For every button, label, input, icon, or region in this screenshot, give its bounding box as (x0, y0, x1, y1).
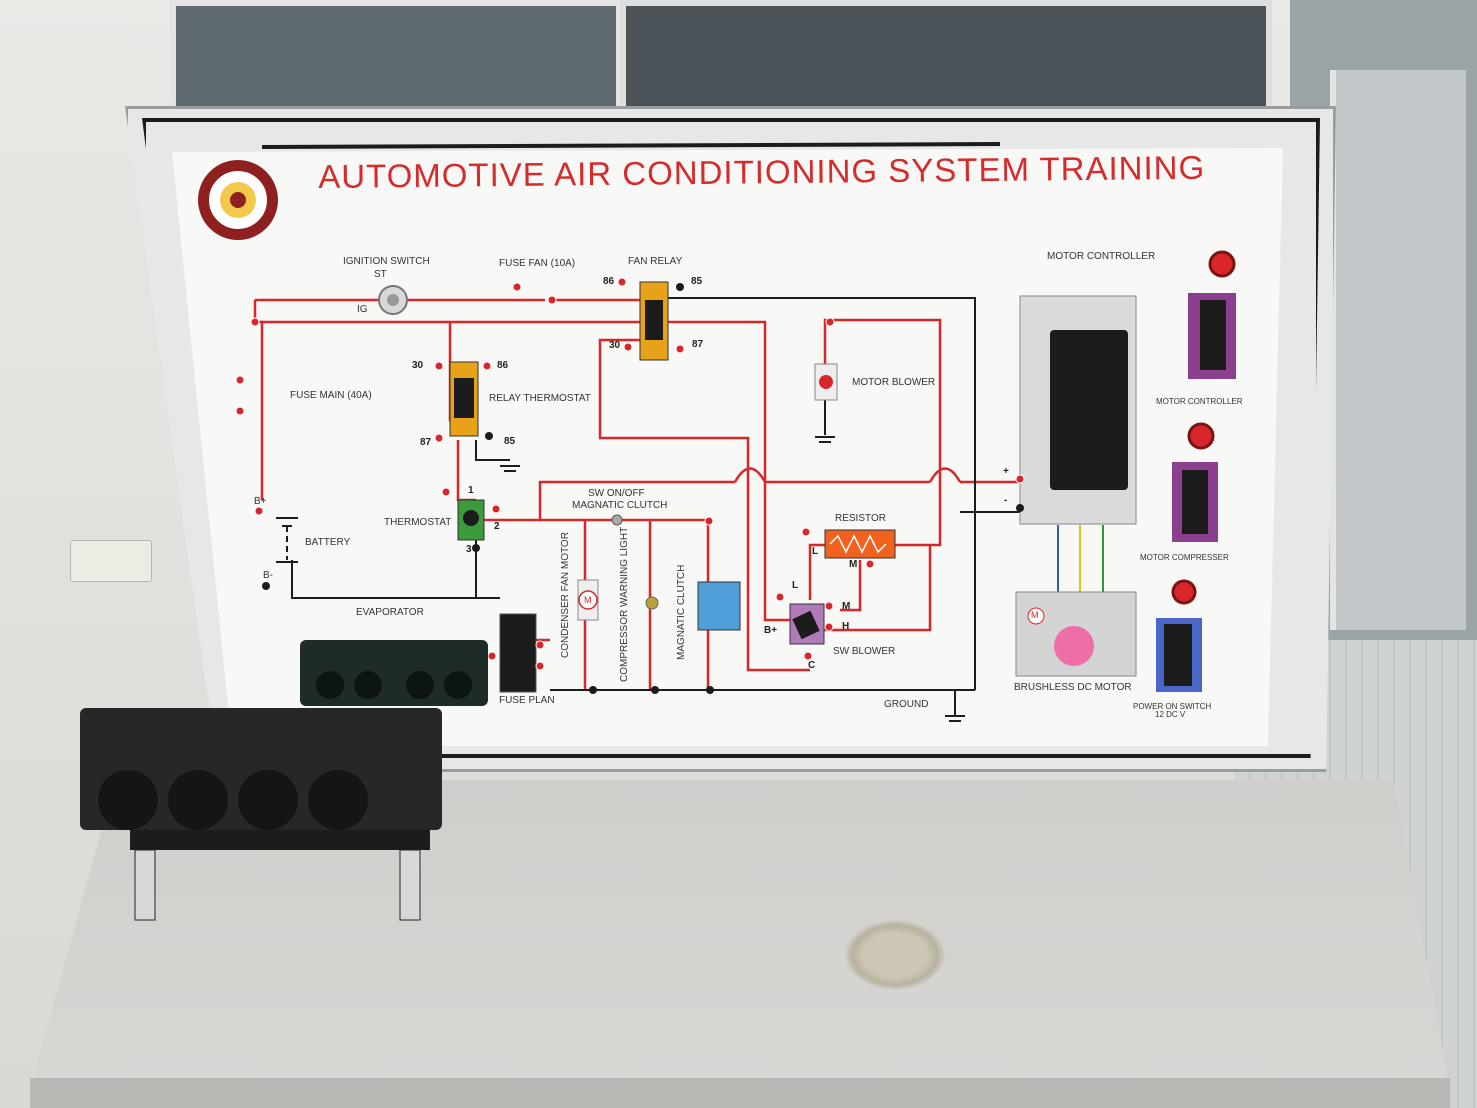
pin-30a: 30 (609, 340, 621, 351)
label-magnatic-clutch-sw: MAGNATIC CLUTCH (572, 500, 668, 511)
label-b-minus: B- (263, 570, 273, 581)
label-compressor-warning-light: COMPRESSOR WARNING LIGHT (619, 526, 630, 682)
label-ground: GROUND (884, 699, 929, 710)
battery-symbol (276, 517, 298, 563)
motor-m-label: M (1031, 610, 1039, 620)
label-st: ST (374, 269, 387, 280)
motor-controller-light-icon[interactable] (1208, 250, 1236, 278)
pin-85a: 85 (691, 276, 703, 287)
board-face (172, 148, 1283, 746)
sw-onoff-icon (611, 514, 623, 526)
pin-30b: 30 (412, 360, 424, 371)
label-sw-onoff: SW ON/OFF (588, 488, 645, 499)
label-ignition-switch: IGNITION SWITCH (343, 256, 430, 267)
pin-t1: 1 (468, 485, 474, 496)
motor-blower-icon (819, 375, 833, 389)
brushless-motor-icon (1054, 626, 1094, 666)
compressor-warning-light-icon (645, 596, 659, 610)
window-left (170, 0, 622, 122)
wall-outlet (70, 540, 152, 582)
pin-86a: 86 (603, 276, 615, 287)
desk-edge (30, 1078, 1450, 1108)
label-ig: IG (357, 304, 368, 315)
label-power-on-switch: POWER ON SWITCH (1133, 702, 1212, 711)
pin-h: H (842, 621, 850, 632)
label-battery: BATTERY (305, 537, 351, 548)
window-right-inner (1330, 70, 1466, 630)
ground-symbols (500, 436, 965, 722)
label-magnatic-clutch: MAGNATIC CLUTCH (676, 564, 687, 660)
black-wires (291, 297, 1020, 715)
pin-87b: 87 (420, 437, 432, 448)
label-brushless-dc-motor: BRUSHLESS DC MOTOR (1014, 682, 1132, 693)
pin-l2: L (792, 580, 799, 591)
terminals (235, 277, 1025, 671)
pin-minus: - (1004, 495, 1008, 506)
pin-86b: 86 (497, 360, 509, 371)
college-logo-icon (198, 160, 278, 240)
fuse-plan-icon (499, 613, 537, 693)
condenser-fan-motor-icon (578, 590, 598, 610)
pin-t3: 3 (466, 544, 472, 555)
label-b-plus: B+ (254, 496, 267, 507)
resistor-icon (824, 529, 896, 559)
board-top-stripe (261, 142, 1001, 149)
motor-compresser-light-icon[interactable] (1187, 422, 1215, 450)
label-voltage: 12 DC V (1155, 710, 1186, 719)
label-sw-blower: SW BLOWER (833, 646, 896, 657)
label-motor-controller-breaker: MOTOR CONTROLLER (1156, 397, 1243, 406)
red-wires (253, 298, 1020, 690)
power-on-light-icon[interactable] (1171, 579, 1197, 605)
label-fuse-plan: FUSE PLAN (499, 695, 555, 706)
label-resistor: RESISTOR (835, 513, 886, 524)
label-motor-compresser: MOTOR COMPRESSER (1140, 553, 1229, 562)
pin-85b: 85 (504, 436, 516, 447)
label-motor-controller-title: MOTOR CONTROLLER (1047, 251, 1156, 262)
pin-c: C (808, 660, 816, 671)
magnatic-clutch-icon (697, 581, 741, 631)
label-fan-relay: FAN RELAY (628, 256, 683, 267)
pin-m2: M (842, 601, 851, 612)
pin-87a: 87 (692, 339, 704, 350)
pin-m1: M (849, 559, 858, 570)
condenser-m-label: M (584, 595, 592, 605)
pin-plus: + (1003, 466, 1009, 477)
pin-l1: L (812, 546, 819, 557)
label-condenser-fan-motor: CONDENSER FAN MOTOR (560, 532, 571, 658)
pin-bplus2: B+ (764, 625, 778, 636)
label-fuse-main: FUSE MAIN (40A) (290, 390, 372, 401)
label-thermostat: THERMOSTAT (384, 517, 452, 528)
label-relay-thermostat: RELAY THERMOSTAT (489, 393, 591, 404)
black-terminals (262, 283, 1024, 694)
label-fuse-fan: FUSE FAN (10A) (499, 258, 576, 269)
label-motor-blower: MOTOR BLOWER (852, 377, 936, 388)
evaporator-unit (80, 640, 488, 921)
label-evaporator: EVAPORATOR (356, 607, 424, 618)
desk-stain (845, 920, 945, 990)
pin-t2: 2 (494, 521, 500, 532)
